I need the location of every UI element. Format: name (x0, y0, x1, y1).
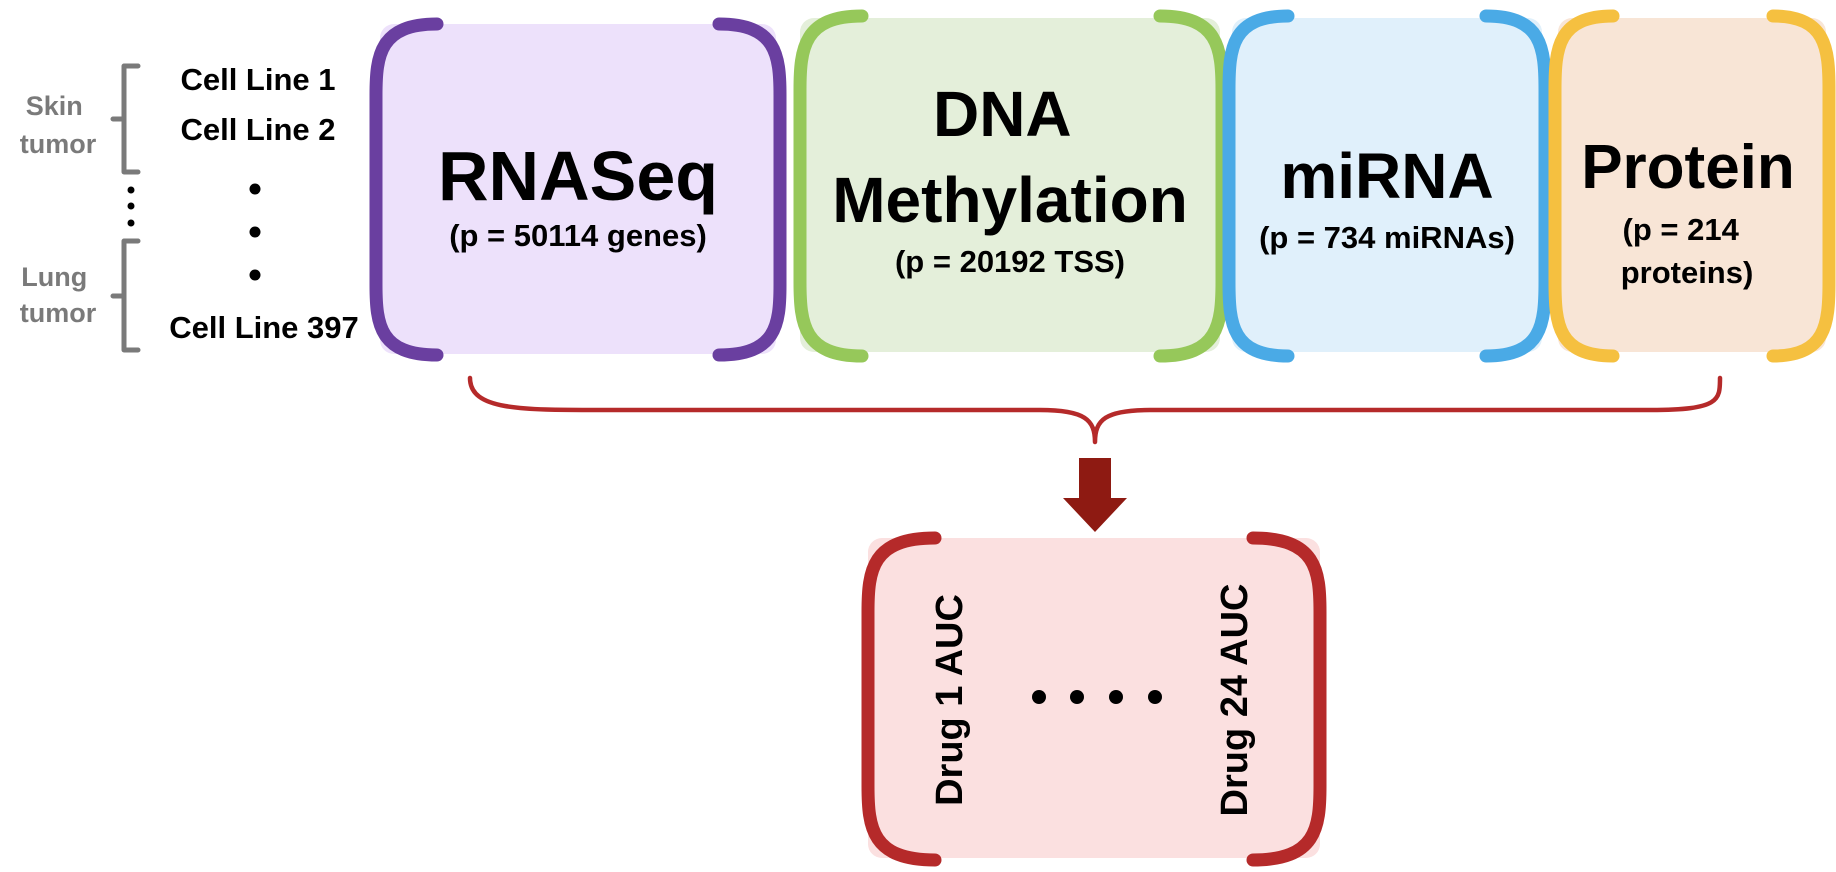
skin-tumor-bracket (110, 63, 141, 175)
rnaseq-detail: (p = 50114 genes) (449, 218, 707, 253)
dna-methylation-left-bracket (793, 9, 869, 363)
output-left-bracket (861, 531, 942, 867)
rnaseq-title: RNASeq (438, 137, 718, 215)
mirna-title: miRNA (1280, 140, 1493, 212)
dna-methylation-panel (800, 18, 1220, 352)
output-block: Drug 1 AUC Drug 24 AUC (861, 531, 1327, 867)
dna-methylation-detail: (p = 20192 TSS) (895, 244, 1125, 279)
dna-methylation-right-bracket (1153, 9, 1229, 363)
output-panel (868, 538, 1320, 858)
drug-ellipsis (1032, 690, 1162, 704)
omics-block-protein: Protein (p = 214 proteins) (1548, 9, 1836, 363)
dna-methylation-title: DNA Methylation (832, 78, 1188, 236)
group-ellipsis (127, 186, 135, 227)
cell-line-2: Cell Line 2 (180, 112, 335, 147)
omics-block-dna-methylation: DNA Methylation (p = 20192 TSS) (793, 9, 1229, 363)
omics-block-mirna: miRNA (p = 734 miRNAs) (1222, 9, 1552, 363)
rnaseq-left-bracket (369, 17, 444, 362)
skin-tumor-label: Skin tumor (20, 91, 97, 159)
omics-block-rnaseq: RNASeq (p = 50114 genes) (369, 17, 787, 362)
cell-line-1: Cell Line 1 (180, 62, 335, 97)
cell-line-ellipsis (249, 183, 261, 281)
protein-right-bracket (1766, 9, 1836, 363)
merge-brace-connector (467, 375, 1723, 445)
protein-detail: (p = 214 proteins) (1621, 212, 1754, 290)
protein-panel (1558, 18, 1826, 352)
lung-tumor-bracket (110, 238, 141, 353)
protein-left-bracket (1548, 9, 1620, 363)
lung-tumor-label: Lung tumor (20, 262, 97, 328)
mirna-right-bracket (1479, 9, 1552, 363)
cell-line-list: Cell Line 1 Cell Line 2 Cell Line 397 (169, 62, 359, 345)
down-arrow-icon (1063, 458, 1127, 532)
mirna-left-bracket (1222, 9, 1295, 363)
cell-line-397: Cell Line 397 (169, 310, 359, 345)
rnaseq-right-bracket (712, 17, 787, 362)
protein-title: Protein (1581, 133, 1795, 202)
drug-24-auc-label: Drug 24 AUC (1214, 584, 1256, 817)
drug-1-auc-label: Drug 1 AUC (929, 594, 971, 806)
rnaseq-panel (380, 24, 776, 354)
cell-line-groups: Skin tumor Lung tumor (20, 63, 141, 353)
mirna-panel (1232, 18, 1542, 352)
output-right-bracket (1246, 531, 1327, 867)
mirna-detail: (p = 734 miRNAs) (1259, 220, 1515, 255)
